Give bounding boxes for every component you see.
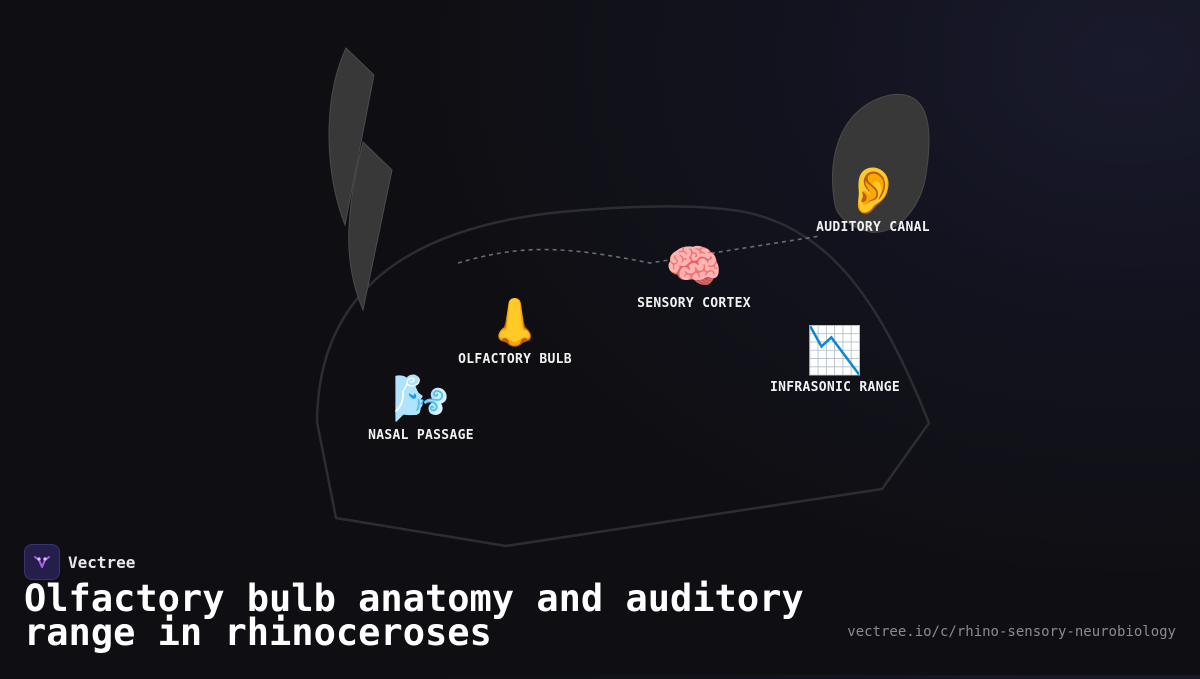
rhino-front-horn [328,47,375,227]
infrasonic-range-label: INFRASONIC RANGE [769,380,901,395]
nasal-airflow-icon: 🌬️ [392,371,450,425]
page-title: Olfactory bulb anatomy and auditory rang… [24,577,804,654]
brand: Vectree [24,544,135,580]
ear-icon: 👂 [844,163,902,217]
brand-name: Vectree [68,552,136,572]
rhino-rear-horn [348,141,393,312]
nasal-passage-node: 🌬️ NASAL PASSAGE [368,372,474,443]
vectree-logo-icon [24,544,60,580]
sensory-cortex-label: SENSORY CORTEX [637,296,751,311]
auditory-canal-node: 👂 AUDITORY CANAL [816,164,930,235]
olfactory-bulb-node: 👃 OLFACTORY BULB [458,296,572,367]
chart-decreasing-icon: 📉 [806,323,864,377]
auditory-canal-label: AUDITORY CANAL [816,220,930,235]
nasal-passage-label: NASAL PASSAGE [368,428,474,443]
neural-pathway-line [457,235,821,264]
rhino-ear-shape [831,93,930,233]
brain-icon: 🧠 [665,239,723,293]
source-url[interactable]: vectree.io/c/rhino-sensory-neurobiology [847,624,1176,640]
sensory-cortex-node: 🧠 SENSORY CORTEX [637,240,751,311]
infrasonic-range-node: 📉 INFRASONIC RANGE [770,324,900,395]
nose-icon: 👃 [486,295,544,349]
olfactory-bulb-label: OLFACTORY BULB [458,352,572,367]
